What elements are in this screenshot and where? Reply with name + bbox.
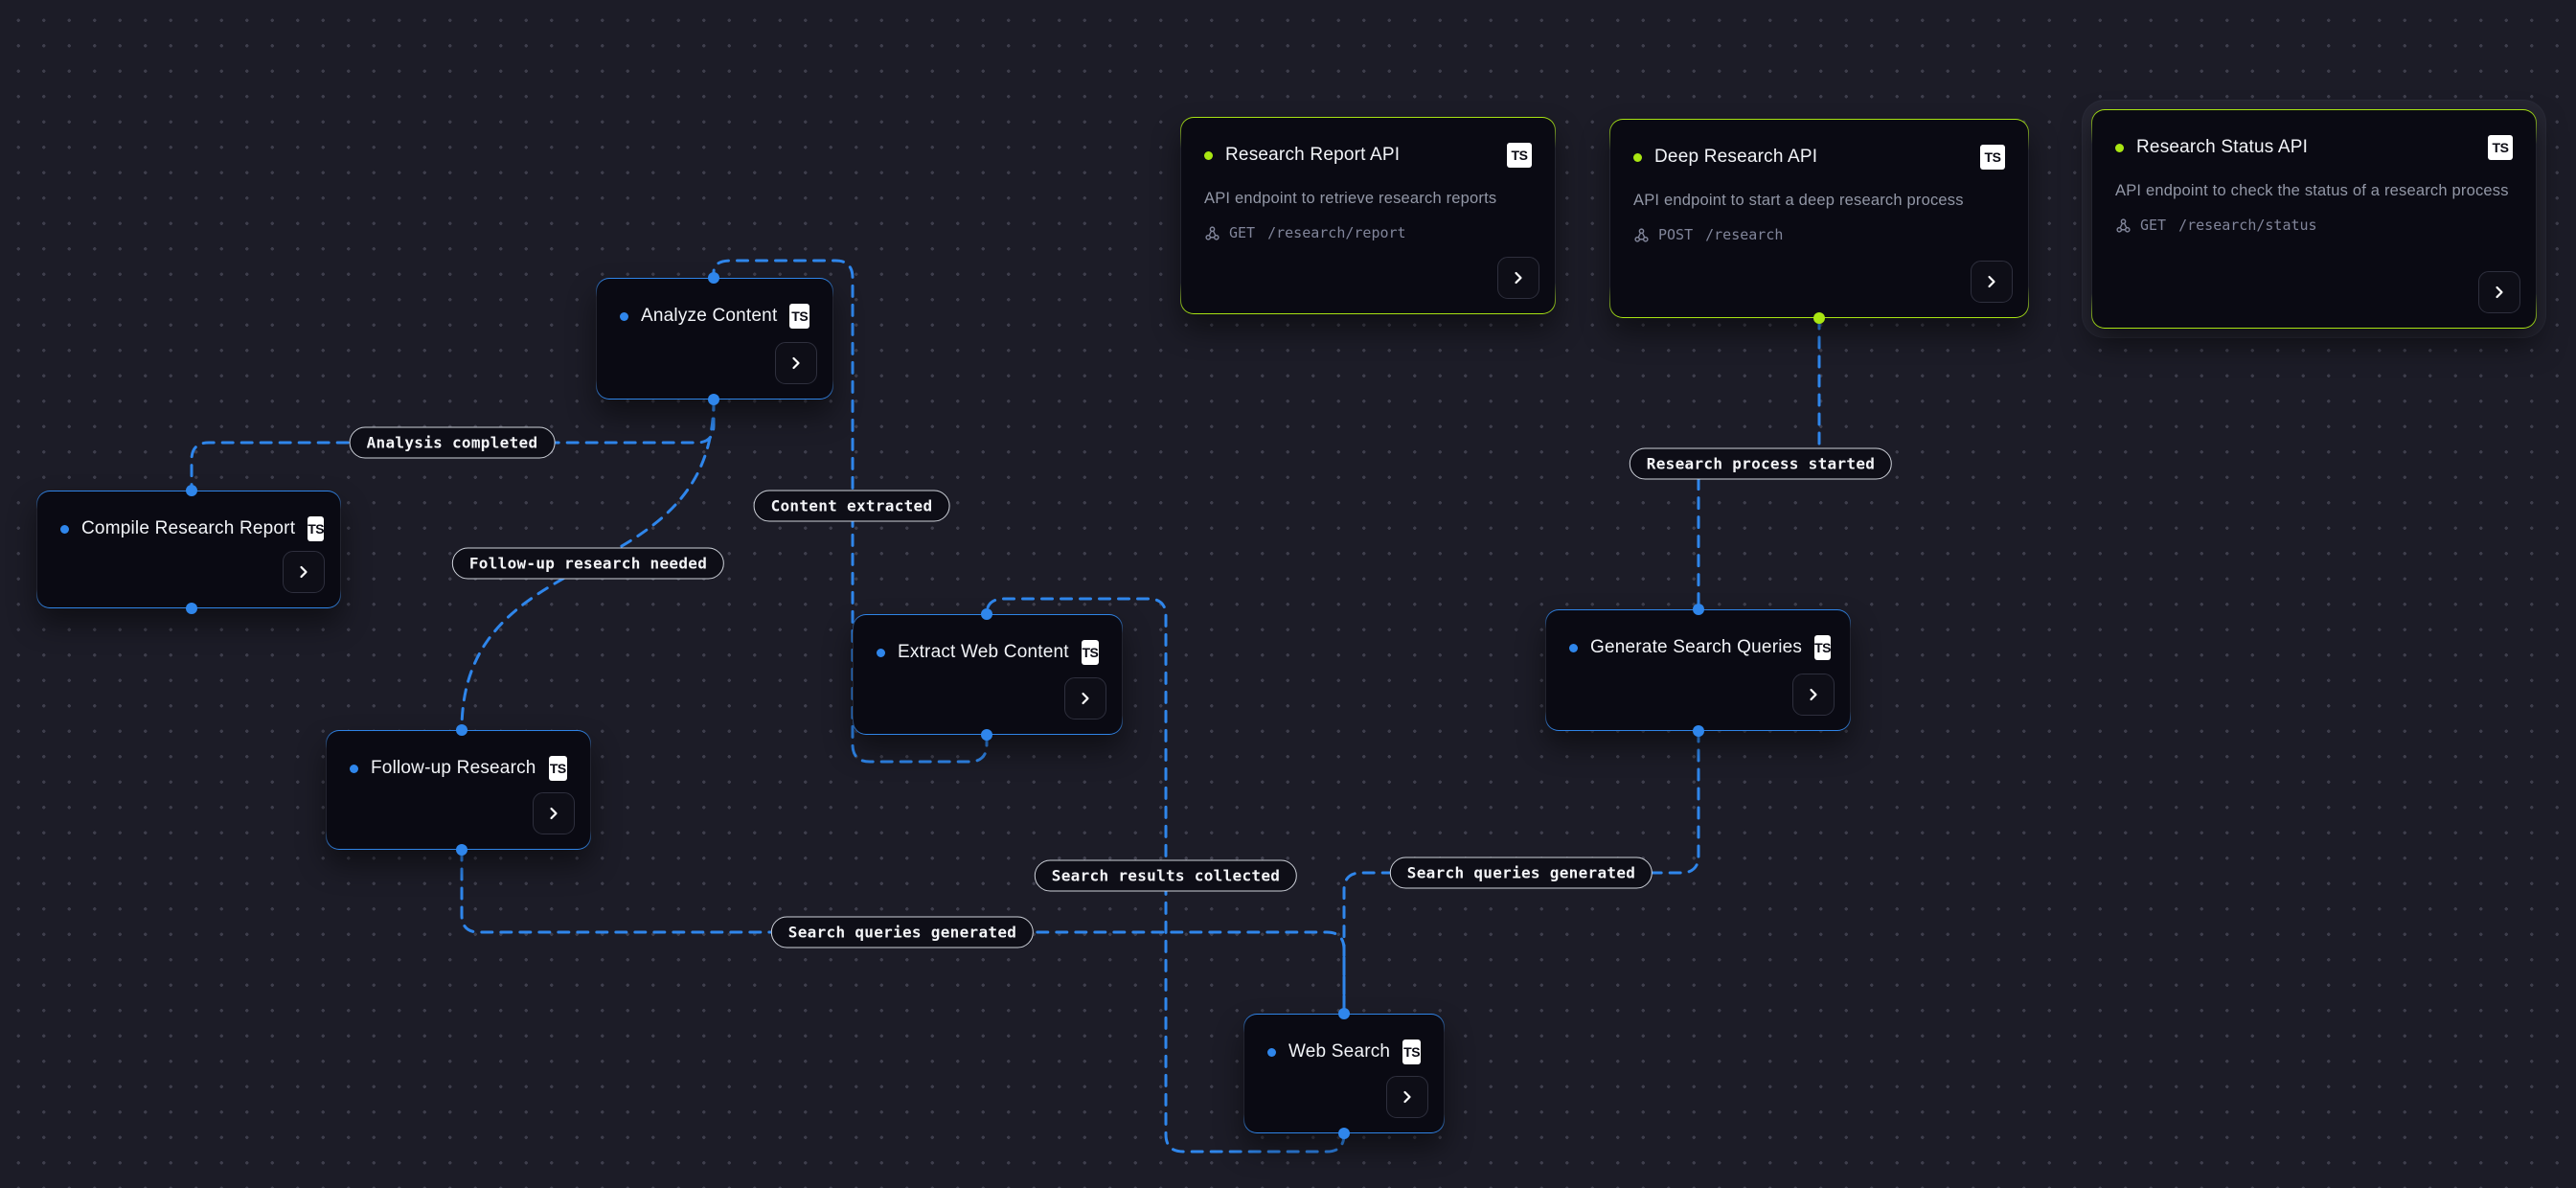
- typescript-badge: TS: [789, 304, 809, 329]
- handle-web-search-top[interactable]: [1338, 1008, 1350, 1019]
- endpoint-path: /research/report: [1267, 224, 1406, 241]
- http-method: POST: [1658, 226, 1694, 243]
- edge-label-analysis-completed[interactable]: Analysis completed: [349, 426, 556, 459]
- endpoint-row: GET /research/report: [1204, 224, 1532, 241]
- status-dot: [1633, 152, 1642, 162]
- handle-compile-research-report-bottom[interactable]: [186, 603, 197, 614]
- handle-analyze-content-bottom[interactable]: [708, 394, 719, 405]
- typescript-badge: TS: [1980, 145, 2005, 170]
- node-analyze-content[interactable]: Analyze Content TS: [596, 278, 833, 400]
- node-title: Deep Research API: [1654, 147, 1818, 167]
- endpoint-path: /research/status: [2178, 217, 2317, 234]
- node-research-status-api[interactable]: Research Status API TS API endpoint to c…: [2091, 109, 2537, 329]
- edge-label-search-queries-generated-left[interactable]: Search queries generated: [770, 916, 1035, 948]
- status-dot: [60, 524, 69, 534]
- chevron-right-icon: [1403, 1090, 1411, 1104]
- node-extract-web-content[interactable]: Extract Web Content TS: [853, 614, 1123, 735]
- chevron-right-icon: [1988, 275, 1995, 288]
- node-title: Follow-up Research: [371, 758, 536, 778]
- typescript-badge: TS: [1814, 635, 1831, 660]
- node-description: API endpoint to start a deep research pr…: [1633, 192, 1964, 209]
- handle-deep-research-api-bottom[interactable]: [1813, 312, 1825, 324]
- edge-search-results-collected: [985, 597, 1346, 1154]
- node-title: Compile Research Report: [81, 518, 296, 538]
- webhook-icon: [2116, 217, 2131, 233]
- node-title: Generate Search Queries: [1590, 637, 1803, 657]
- handle-analyze-content-top[interactable]: [708, 272, 719, 284]
- node-compile-research-report[interactable]: Compile Research Report TS: [36, 491, 341, 608]
- handle-generate-search-queries-top[interactable]: [1693, 604, 1704, 615]
- typescript-badge: TS: [1402, 1040, 1421, 1064]
- expand-node-button[interactable]: [533, 792, 575, 834]
- expand-node-button[interactable]: [1064, 677, 1106, 720]
- status-dot: [620, 311, 628, 321]
- handle-follow-up-research-bottom[interactable]: [456, 844, 467, 856]
- chevron-right-icon: [1810, 688, 1817, 701]
- node-web-search[interactable]: Web Search TS: [1243, 1014, 1445, 1133]
- endpoint-row: POST /research: [1633, 226, 2005, 243]
- status-dot: [877, 648, 885, 657]
- handle-extract-web-content-top[interactable]: [981, 608, 992, 620]
- edge-label-research-process-started[interactable]: Research process started: [1629, 447, 1893, 480]
- handle-generate-search-queries-bottom[interactable]: [1693, 725, 1704, 737]
- edge-label-search-queries-generated-right[interactable]: Search queries generated: [1389, 857, 1653, 889]
- node-description: API endpoint to check the status of a re…: [2115, 182, 2509, 199]
- expand-node-button[interactable]: [1497, 257, 1539, 299]
- expand-node-button[interactable]: [1386, 1076, 1428, 1118]
- node-deep-research-api[interactable]: Deep Research API TS API endpoint to sta…: [1609, 119, 2029, 318]
- expand-node-button[interactable]: [2478, 271, 2520, 313]
- node-title: Research Status API: [2136, 137, 2309, 157]
- handle-extract-web-content-bottom[interactable]: [981, 729, 992, 741]
- status-dot: [1569, 643, 1578, 652]
- expand-node-button[interactable]: [775, 342, 817, 384]
- edge-label-content-extracted[interactable]: Content extracted: [753, 490, 950, 522]
- chevron-right-icon: [1515, 271, 1522, 285]
- node-research-report-api[interactable]: Research Report API TS API endpoint to r…: [1180, 117, 1556, 314]
- typescript-badge: TS: [1507, 143, 1532, 168]
- status-dot: [350, 764, 358, 773]
- chevron-right-icon: [2496, 286, 2503, 299]
- status-dot: [1204, 150, 1213, 160]
- node-title: Web Search: [1288, 1041, 1391, 1062]
- endpoint-path: /research: [1705, 226, 1784, 243]
- node-title: Research Report API: [1225, 145, 1401, 165]
- edge-label-search-results-collected[interactable]: Search results collected: [1034, 859, 1298, 892]
- node-title: Analyze Content: [641, 306, 778, 326]
- webhook-icon: [1205, 225, 1220, 240]
- status-dot: [2115, 143, 2124, 152]
- chevron-right-icon: [792, 356, 800, 370]
- edge-label-follow-up-research-needed[interactable]: Follow-up research needed: [451, 547, 725, 580]
- typescript-badge: TS: [548, 756, 567, 781]
- handle-compile-research-report-top[interactable]: [186, 485, 197, 496]
- chevron-right-icon: [300, 565, 308, 579]
- typescript-badge: TS: [308, 516, 325, 541]
- chevron-right-icon: [550, 807, 558, 820]
- status-dot: [1267, 1047, 1276, 1057]
- handle-follow-up-research-top[interactable]: [456, 724, 467, 736]
- handle-web-search-bottom[interactable]: [1338, 1128, 1350, 1139]
- chevron-right-icon: [1082, 692, 1089, 705]
- expand-node-button[interactable]: [283, 551, 325, 593]
- node-title: Extract Web Content: [898, 642, 1069, 662]
- http-method: GET: [2140, 217, 2167, 234]
- endpoint-row: GET /research/status: [2115, 217, 2513, 234]
- expand-node-button[interactable]: [1971, 261, 2013, 303]
- node-generate-search-queries[interactable]: Generate Search Queries TS: [1545, 609, 1851, 731]
- http-method: GET: [1229, 224, 1256, 241]
- webhook-icon: [1634, 227, 1649, 242]
- node-description: API endpoint to retrieve research report…: [1204, 190, 1497, 207]
- node-follow-up-research[interactable]: Follow-up Research TS: [326, 730, 591, 850]
- typescript-badge: TS: [1081, 640, 1099, 665]
- expand-node-button[interactable]: [1792, 674, 1835, 716]
- typescript-badge: TS: [2488, 135, 2513, 160]
- edge-content-extracted: [712, 259, 989, 764]
